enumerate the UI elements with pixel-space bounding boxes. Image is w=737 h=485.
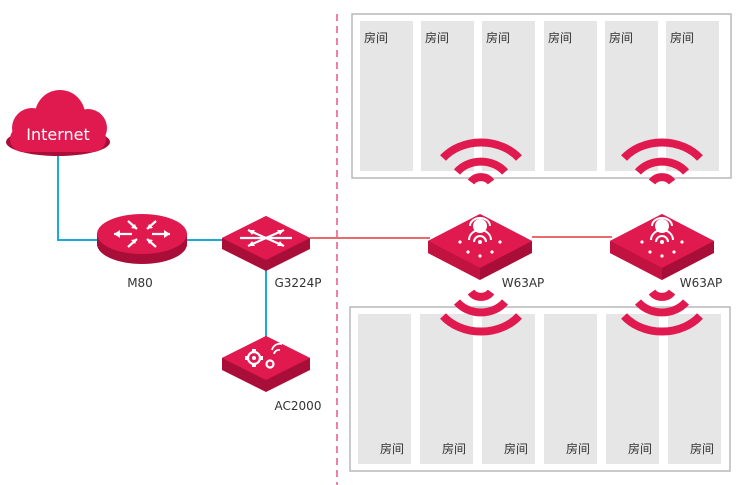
ap2-label: W63AP [680,276,723,290]
room-bottom-6 [668,314,721,464]
router-label: M80 [127,276,153,290]
room-label: 房间 [486,30,510,45]
controller-label: AC2000 [275,399,322,413]
room-label: 房间 [566,441,590,456]
room-bottom-2 [420,314,473,464]
room-bottom-1 [358,314,411,464]
room-bottom-4 [544,314,597,464]
room-label: 房间 [380,441,404,456]
room-top-4 [544,21,597,171]
room-label: 房间 [670,30,694,45]
switch-label: G3224P [274,276,321,290]
room-label: 房间 [364,30,388,45]
link-internet-router [57,150,100,241]
internet-cloud: Internet [6,90,110,156]
room-label: 房间 [548,30,572,45]
room-bottom-3 [482,314,535,464]
room-label: 房间 [504,441,528,456]
router-device: M80 [97,214,187,290]
cloud-icon [6,90,110,156]
access-point-2: W63AP [609,142,723,331]
access-point-icon [609,213,715,281]
cloud-label: Internet [26,125,90,144]
gear-wifi-icon [222,336,310,392]
access-point-icon [427,213,533,281]
room-label: 房间 [690,441,714,456]
controller-device: AC2000 [222,336,321,413]
room-label: 房间 [628,441,652,456]
room-label: 房间 [609,30,633,45]
router-arrows-icon [97,214,187,264]
room-top-1 [360,21,413,171]
switch-arrows-icon [222,216,310,271]
access-point-1: W63AP [427,142,545,331]
ap1-label: W63AP [502,276,545,290]
room-label: 房间 [442,441,466,456]
room-label: 房间 [425,30,449,45]
room-bottom-5 [606,314,659,464]
switch-device: G3224P [222,216,322,290]
top-room-panel: 房间 房间 房间 房间 房间 房间 [351,13,732,179]
